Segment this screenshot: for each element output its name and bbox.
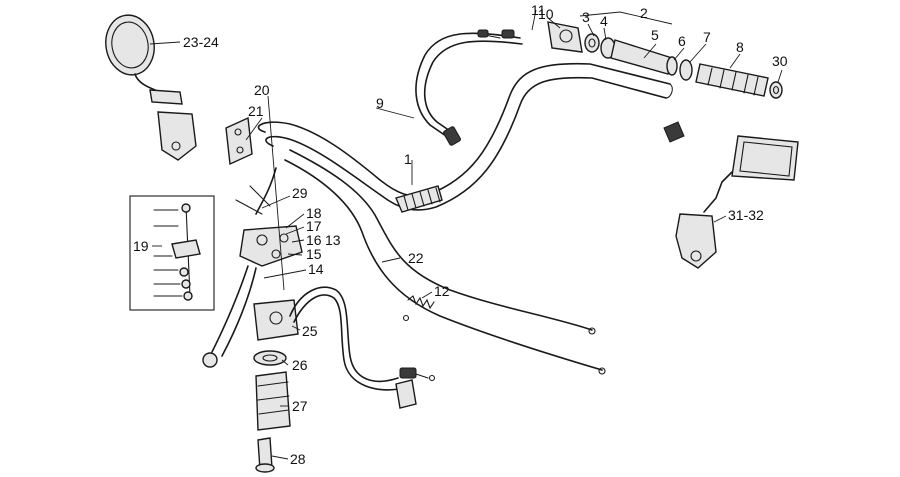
handlebar-tube xyxy=(257,62,673,213)
leader-lines xyxy=(149,9,783,460)
callout-18: 18 xyxy=(306,205,322,221)
callout-30: 30 xyxy=(772,53,788,69)
callout-28: 28 xyxy=(290,451,306,467)
throttle-cable xyxy=(415,32,523,146)
callout-1: 1 xyxy=(404,151,412,167)
left-lever-assembly xyxy=(202,225,303,368)
callout-15: 15 xyxy=(306,246,322,262)
callout-21: 21 xyxy=(248,103,264,119)
callout-29: 29 xyxy=(292,185,308,201)
callout-7: 7 xyxy=(703,29,711,45)
callout-27: 27 xyxy=(292,398,308,414)
callout-22: 22 xyxy=(408,250,424,266)
left-mirror xyxy=(105,14,197,161)
callout-5: 5 xyxy=(651,27,659,43)
exploded-detail-box xyxy=(129,195,215,311)
callout-14: 14 xyxy=(308,261,324,277)
callout-6: 6 xyxy=(678,33,686,49)
clutch-cables xyxy=(235,149,606,375)
callout-20: 20 xyxy=(254,82,270,98)
callout-23-24: 23-24 xyxy=(183,34,219,50)
callouts: 23-24 20 21 9 1 11 10 3 4 2 5 6 7 8 30 3… xyxy=(133,2,788,467)
callout-9: 9 xyxy=(376,95,384,111)
right-grip-assembly xyxy=(477,21,783,143)
callout-12: 12 xyxy=(434,283,450,299)
left-grip-stack xyxy=(253,299,299,473)
callout-17: 17 xyxy=(306,218,322,234)
callout-10: 10 xyxy=(538,6,554,22)
callout-8: 8 xyxy=(736,39,744,55)
callout-16: 16 xyxy=(306,232,322,248)
callout-2: 2 xyxy=(640,5,648,21)
callout-13: 13 xyxy=(325,232,341,248)
right-mirror xyxy=(675,135,799,269)
callout-3: 3 xyxy=(582,9,590,25)
callout-11: 11 xyxy=(531,2,546,18)
switch-wiring xyxy=(289,286,436,409)
callout-25: 25 xyxy=(302,323,318,339)
cable-bracket xyxy=(225,116,253,166)
return-spring xyxy=(402,295,435,322)
callout-26: 26 xyxy=(292,357,308,373)
callout-31-32: 31-32 xyxy=(728,207,764,223)
callout-19: 19 xyxy=(133,238,149,254)
callout-4: 4 xyxy=(600,13,608,29)
